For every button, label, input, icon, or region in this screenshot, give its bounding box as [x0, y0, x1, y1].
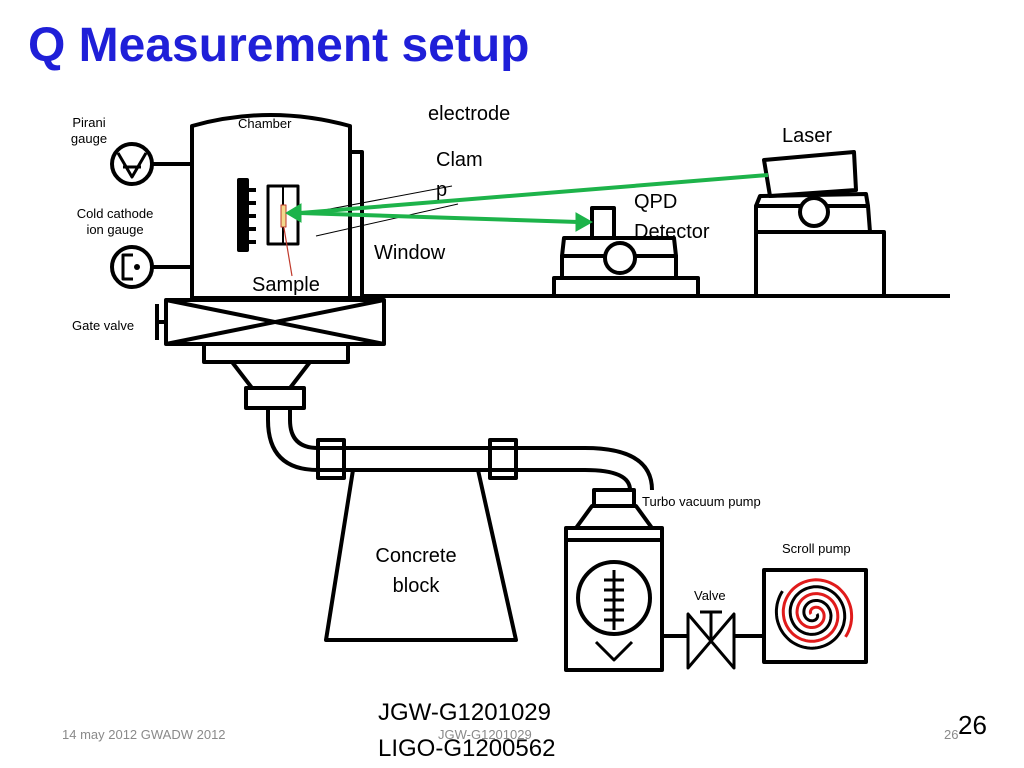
beam-arrowhead-qpd [575, 212, 594, 232]
valve-label: Valve [694, 588, 726, 603]
gate-valve-label: Gate valve [72, 318, 135, 333]
page-number: 26 [958, 710, 987, 740]
qpd-label-1: QPD [634, 191, 678, 213]
sample [280, 204, 287, 228]
pirani-gauge-label-2: gauge [70, 130, 108, 146]
pirani-gauge-icon [110, 142, 192, 186]
funnel [230, 360, 312, 390]
sample-label: Sample [252, 274, 320, 296]
laser-beam [299, 173, 769, 215]
window-leader-line [315, 203, 459, 237]
scroll-pump [762, 568, 868, 664]
vacuum-chamber [190, 113, 364, 300]
clamp-label-1: Clam [436, 149, 483, 171]
electrode-label: electrode [428, 103, 511, 125]
vacuum-pipe [266, 408, 654, 491]
turbo-pump [564, 488, 664, 672]
chamber-label: Chamber [238, 116, 292, 131]
window-label: Window [374, 242, 446, 264]
ion-gauge-label-2: ion gauge [86, 221, 144, 237]
concrete-block-label-2: block [392, 575, 440, 597]
qpd-label-2: Detector [634, 221, 710, 243]
doc-id-jgw: JGW-G1201029 [378, 699, 551, 726]
doc-id-ligo: LIGO-G1200562 [378, 735, 556, 762]
turbo-pump-label: Turbo vacuum pump [642, 494, 761, 509]
gate-valve [155, 298, 386, 364]
ion-gauge-icon [110, 245, 192, 289]
footer-date: 14 may 2012 GWADW 2012 [62, 727, 226, 742]
footer-center: JGW-G1201029 [438, 727, 532, 742]
laser-label: Laser [782, 125, 833, 147]
pirani-gauge-label-1: Pirani [72, 115, 106, 130]
clamp-label-2: p [436, 179, 448, 201]
reflected-beam [299, 211, 579, 224]
scroll-spiral-icon [774, 578, 854, 650]
laser [754, 150, 886, 298]
ion-gauge-label-1: Cold cathode [76, 206, 154, 221]
concrete-block-label-1: Concrete [375, 545, 457, 567]
sample-leader-line [283, 227, 293, 277]
scroll-pump-label: Scroll pump [782, 541, 851, 556]
beam-arrowhead-sample [285, 203, 302, 223]
concrete-block [324, 468, 518, 642]
flange [244, 386, 306, 410]
slide-title: Q Measurement setup [28, 19, 530, 72]
qpd-detector [552, 206, 700, 298]
valve-icon [662, 610, 764, 670]
footer-page-small: 26 [944, 727, 959, 742]
